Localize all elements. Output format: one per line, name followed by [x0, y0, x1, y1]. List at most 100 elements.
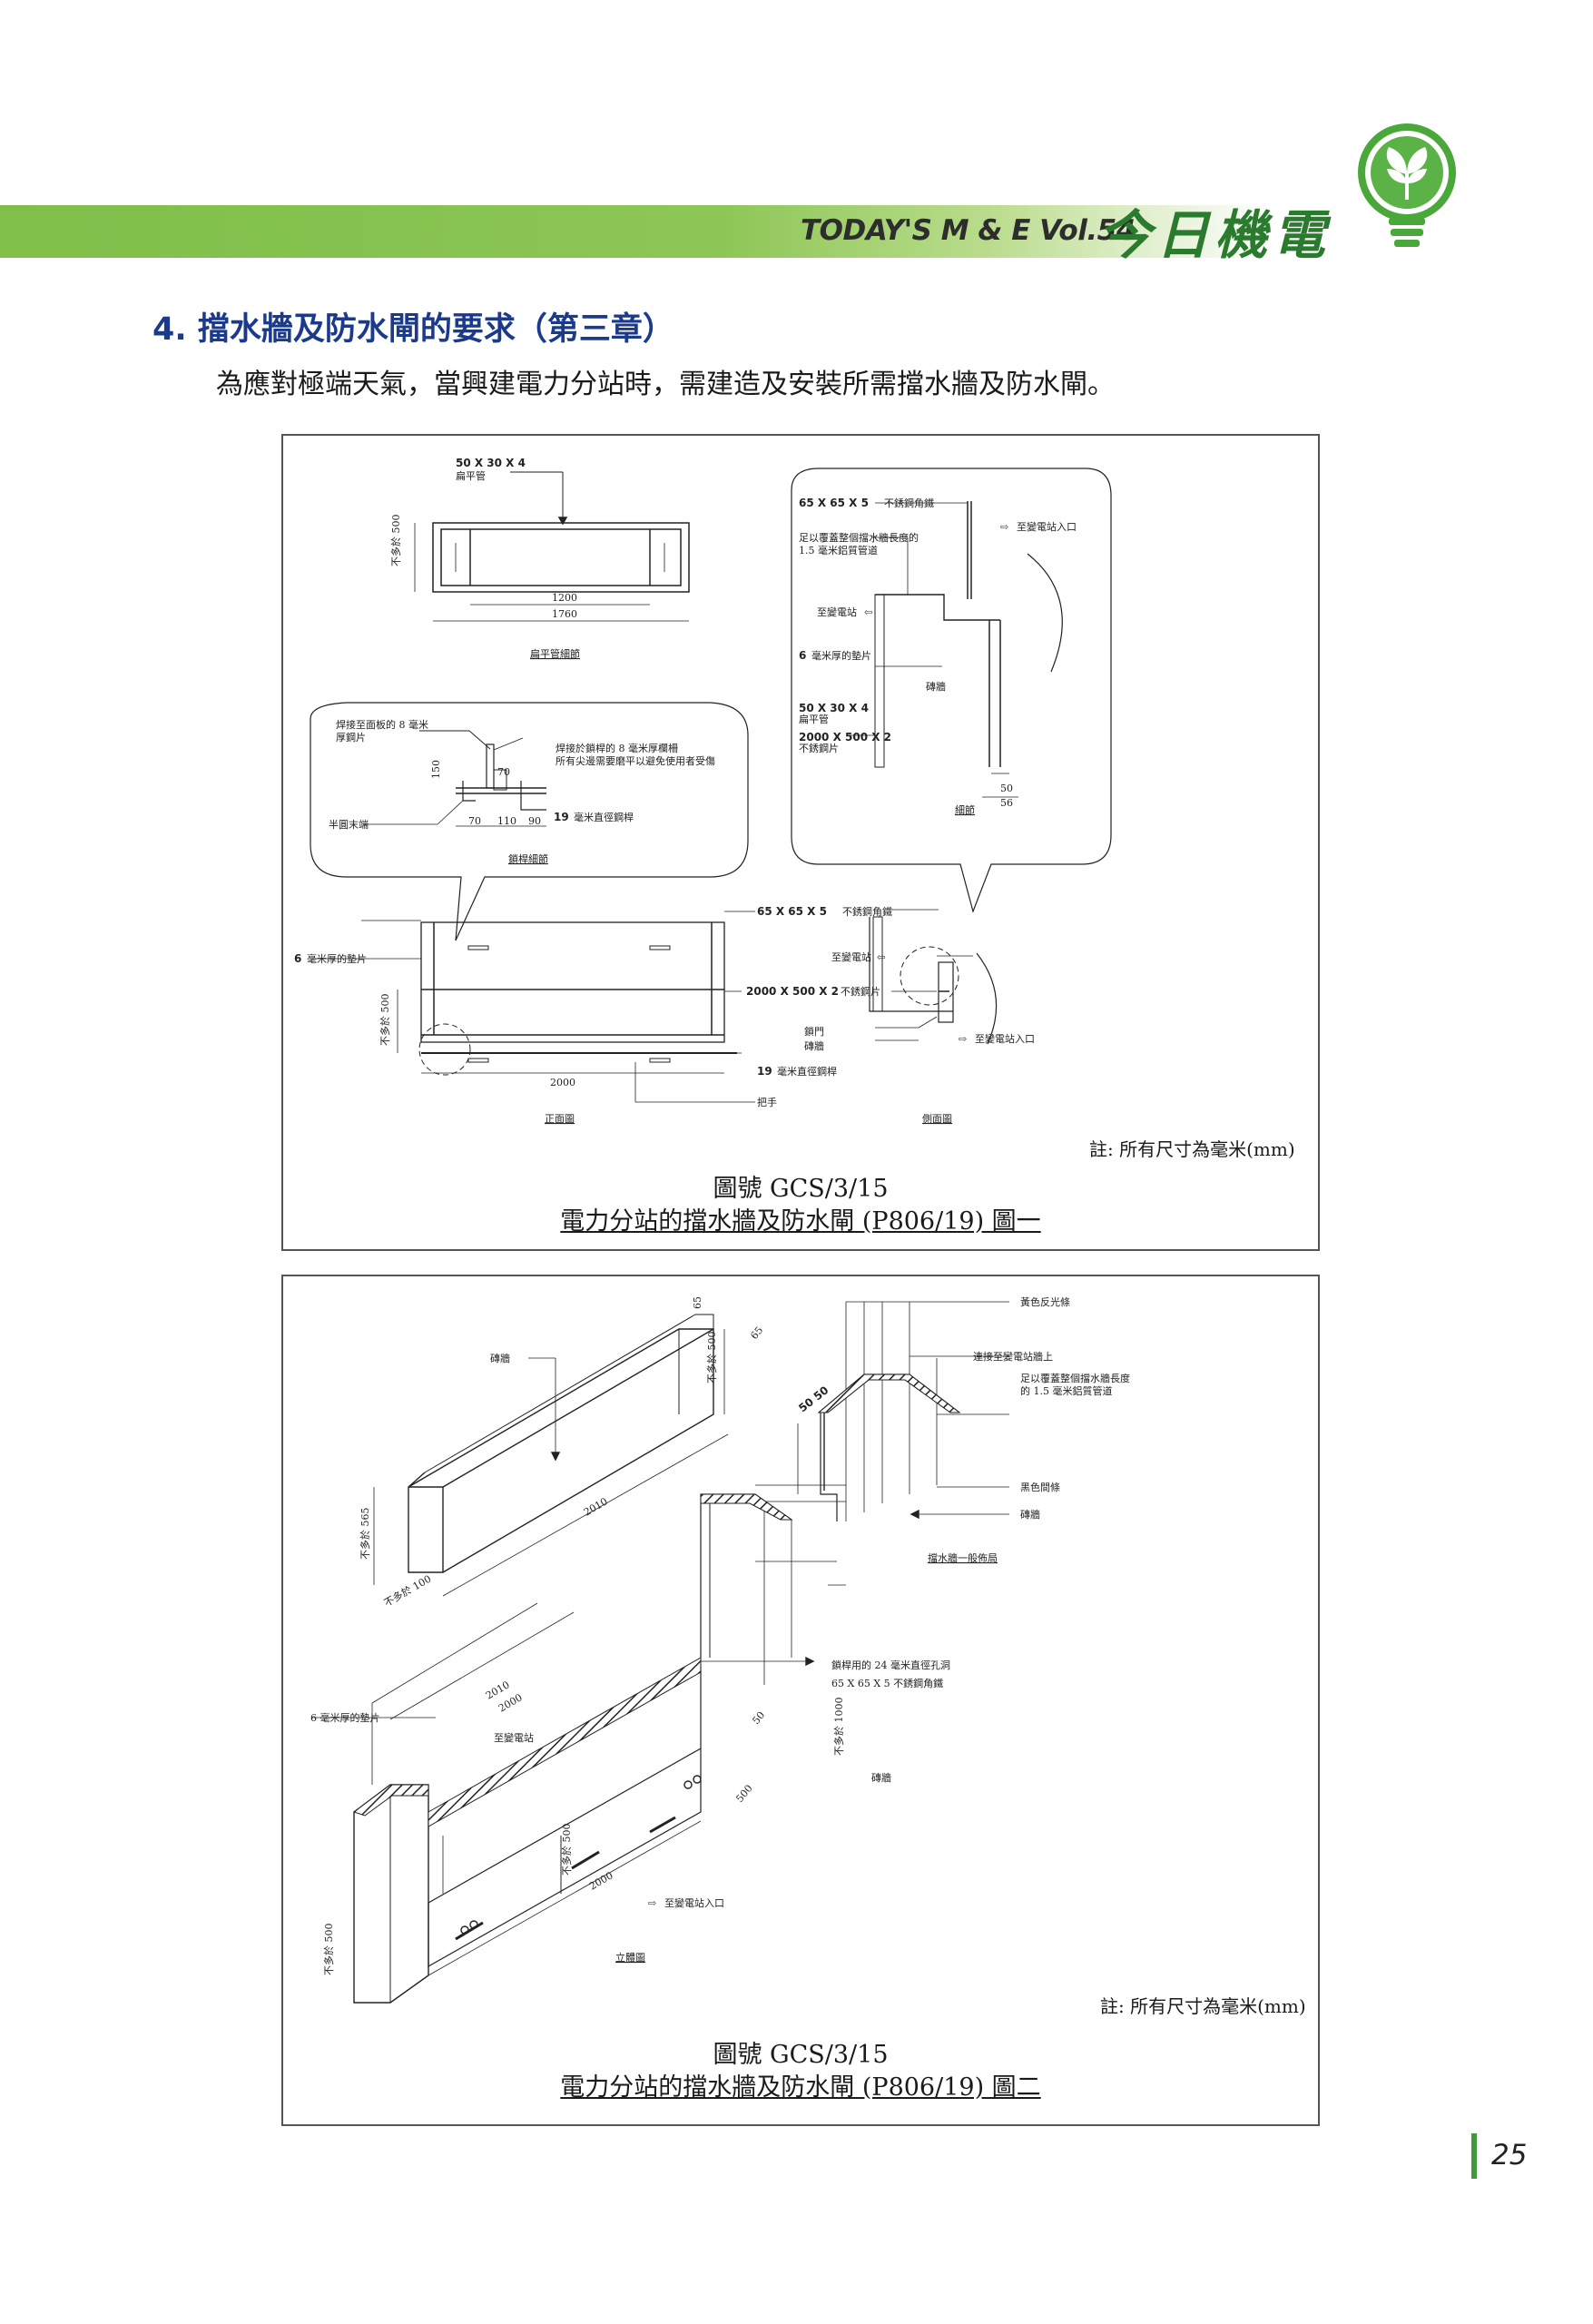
fig1-handle: 把手	[757, 1096, 777, 1108]
fig1-detail-title: 細節	[955, 803, 975, 816]
fig2-pipe-note: 足以覆蓋整個擋水牆長度	[1020, 1372, 1130, 1384]
fig2-yellow-strip: 黃色反光條	[1020, 1295, 1070, 1308]
fig2-dim-1000: 不多於 1000	[832, 1698, 845, 1757]
fig1-dim-70-top: 70	[497, 766, 510, 778]
section-title: 4. 擋水牆及防水閘的要求（第三章）	[152, 311, 674, 348]
fig2-iso-view-title: 立體圖	[615, 1951, 645, 1964]
fig1-front-plate-desc: 不銹鋼片	[841, 985, 880, 998]
fig2-angle: 65 X 65 X 5 不銹鋼角鐵	[831, 1677, 943, 1689]
figure-1-svg: 50 X 30 X 4 扁平管 不多於 500 1200 1760 扁平管細節 …	[294, 457, 1112, 1125]
fig1-dim-110: 110	[497, 815, 516, 827]
fig2-dim-65: 65	[692, 1296, 703, 1309]
fig1-note: 註: 所有尺寸為毫米(mm)	[1089, 1138, 1295, 1160]
fig1-rod-19: 19	[554, 811, 569, 823]
fig1-rod-19-desc: 毫米直徑鋼桿	[574, 811, 634, 823]
fig1-arrow-substation: ⇦	[864, 606, 872, 618]
fig1-weld-warning-2: 所有尖邊需要磨平以避免使用者受傷	[556, 754, 715, 767]
fig1-front-entrance: 至變電站入口	[975, 1032, 1035, 1045]
fig1-front-width: 2000	[550, 1077, 575, 1088]
fig2-dim-500b: 不多於 500	[322, 1924, 335, 1976]
fig2-dim-500d: 500	[733, 1782, 754, 1804]
fig2-to-sub: 至變電站	[494, 1731, 534, 1744]
fig2-caption-line1: 圖號 GCS/3/15	[713, 2041, 889, 2069]
fig2-dim-500c: 不多於 500	[560, 1824, 573, 1876]
fig1-caption: 圖號 GCS/3/15 電力分站的擋水牆及防水閘 (P806/19) 圖一	[283, 1173, 1318, 1238]
fig1-plate-spec: 2000 X 500 X 2	[799, 731, 891, 743]
figure-1-drawing: 50 X 30 X 4 扁平管 不多於 500 1200 1760 扁平管細節 …	[281, 434, 1320, 1251]
fig1-brick-wall: 磚牆	[926, 680, 946, 693]
fig2-to-entrance: 至變電站入口	[664, 1896, 724, 1909]
fig2-dim-500: 不多於 500	[705, 1332, 718, 1384]
fig1-front-pad: 6	[294, 952, 301, 965]
fig1-arrow-entrance: ⇨	[1000, 521, 1008, 533]
fig1-plate-desc: 不銹鋼片	[799, 742, 839, 754]
page-number: 25	[1491, 2139, 1528, 2171]
fig1-front-rod-desc: 毫米直徑鋼桿	[777, 1065, 837, 1078]
fig1-front-brick: 磚牆	[804, 1039, 824, 1052]
fig1-round-end: 半圓末端	[329, 818, 369, 831]
fig2-brick-wall-2: 磚牆	[1020, 1508, 1040, 1521]
fig1-front-arrow-sub: ⇦	[877, 951, 885, 963]
fig1-front-plate: 2000 X 500 X 2	[746, 985, 839, 998]
fig2-note: 註: 所有尺寸為毫米(mm)	[1100, 1995, 1306, 2017]
fig2-dim-565: 不多於 565	[359, 1508, 371, 1561]
fig1-front-pad-desc: 毫米厚的墊片	[307, 952, 367, 965]
fig1-front-arrow-entrance: ⇨	[959, 1033, 967, 1045]
fig1-side-view-title: 側面圖	[922, 1113, 952, 1125]
fig1-front-to-sub: 至變電站	[831, 950, 871, 963]
fig1-height-min: 不多於 500	[389, 515, 402, 567]
magazine-title: TODAY'S M & E Vol.54	[801, 214, 1136, 247]
fig1-dim-90: 90	[528, 815, 541, 827]
fig2-pipe-note-2: 的 1.5 毫米鋁質管道	[1020, 1384, 1113, 1397]
fig1-front-lock: 鎖門	[804, 1025, 824, 1038]
fig1-dim-70: 70	[468, 815, 481, 827]
fig1-to-substation: 至變電站	[817, 606, 857, 618]
fig1-dim-50: 50	[1000, 783, 1013, 794]
magazine-brand: 今日機電	[1098, 204, 1332, 266]
fig1-front-angle-desc: 不銹鋼角鐵	[842, 905, 892, 918]
fig2-brick-wall: 磚牆	[490, 1352, 510, 1364]
fig2-dim-100: 不多於 100	[382, 1572, 434, 1610]
fig2-dim-2010: 2010	[582, 1495, 610, 1518]
fig1-to-entrance: 至變電站入口	[1017, 520, 1077, 533]
fig2-brick-wall-3: 磚牆	[871, 1771, 891, 1784]
fig2-black-strip: 黑色間條	[1020, 1481, 1060, 1493]
fig1-tube-spec: 50 X 30 X 4	[456, 457, 526, 469]
fig1-pipe-note-2: 1.5 毫米鋁質管道	[799, 544, 878, 556]
fig1-weld-plate-2: 厚鋼片	[336, 731, 366, 743]
header-band	[0, 205, 1593, 258]
fig1-tube-spec-2: 50 X 30 X 4	[799, 702, 869, 714]
fig1-front-angle: 65 X 65 X 5	[757, 905, 827, 918]
fig2-dim-50: 50	[750, 1709, 767, 1727]
section-intro: 為應對極端天氣，當興建電力分站時，需建造及安裝所需擋水牆及防水閘。	[216, 369, 1115, 400]
fig1-tube-name: 扁平管	[456, 469, 486, 482]
fig1-front-rod: 19	[757, 1065, 772, 1078]
fig1-caption-line2: 電力分站的擋水牆及防水閘 (P806/19) 圖一	[560, 1207, 1041, 1236]
fig1-front-view-title: 正面圖	[545, 1113, 575, 1125]
fig1-weld-warning: 焊接於鎖桿的 8 毫米厚欄柵	[556, 742, 678, 754]
fig1-dim-150: 150	[430, 760, 442, 779]
fig2-caption: 圖號 GCS/3/15 電力分站的擋水牆及防水閘 (P806/19) 圖二	[283, 2039, 1318, 2104]
fig1-tube-name-2: 扁平管	[799, 713, 829, 725]
page-number-bar	[1471, 2133, 1477, 2179]
fig1-tube-detail-title: 扁平管細節	[530, 647, 580, 660]
fig1-weld-plate: 焊接至面板的 8 毫米	[336, 718, 428, 731]
fig1-front-height: 不多於 500	[379, 994, 391, 1047]
fig2-dim-2000b: 2000	[587, 1869, 615, 1892]
fig2-wall-layout-title: 擋水牆一般佈局	[928, 1551, 998, 1564]
fig1-caption-line1: 圖號 GCS/3/15	[713, 1175, 889, 1203]
fig1-dim-1760: 1760	[552, 608, 577, 620]
fig1-angle-spec: 65 X 65 X 5	[799, 497, 869, 509]
fig1-pad-6: 6	[799, 649, 806, 662]
figure-2-svg: 磚牆 65 不多於 500 65 不多於 565 2010 不多於 100 黃色…	[310, 1295, 1130, 2004]
fig1-pad-desc: 毫米厚的墊片	[811, 649, 871, 662]
fig1-pipe-note: 足以覆蓋整個擋水牆長度的	[799, 531, 919, 544]
fig1-dim-1200: 1200	[552, 592, 577, 604]
fig2-arrow-entrance: ⇨	[648, 1897, 656, 1909]
fig1-lock-detail-title: 鎖桿細節	[508, 852, 548, 865]
fig2-hole: 鎖桿用的 24 毫米直徑孔洞	[831, 1659, 950, 1671]
fig2-pad-6: 6 毫米厚的墊片	[310, 1711, 380, 1724]
fig1-angle-desc: 不銹鋼角鐵	[884, 497, 934, 509]
fig2-attach: 連接至變電站牆上	[973, 1350, 1053, 1363]
fig2-caption-line2: 電力分站的擋水牆及防水閘 (P806/19) 圖二	[560, 2073, 1041, 2102]
